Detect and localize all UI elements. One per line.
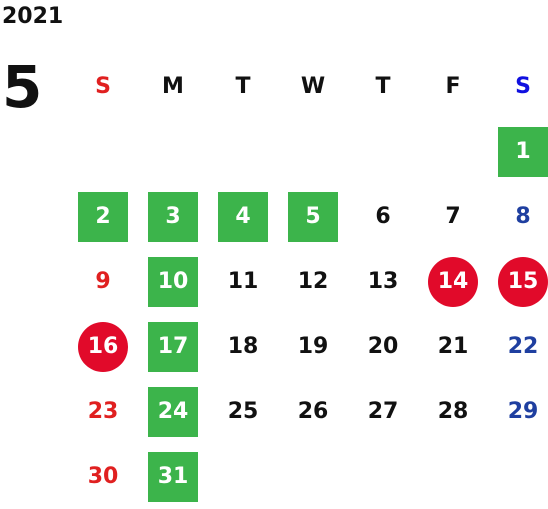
day-number: 3: [148, 191, 198, 242]
day-cell[interactable]: 2: [68, 184, 138, 249]
weekday-label: S: [515, 73, 531, 99]
day-number: 13: [367, 268, 399, 294]
day-cell[interactable]: 24: [138, 379, 208, 444]
day-cell[interactable]: 6: [348, 184, 418, 249]
day-cell[interactable]: 22: [488, 314, 548, 379]
weekday-label: F: [445, 73, 461, 99]
day-cell[interactable]: 23: [68, 379, 138, 444]
day-number: 16: [78, 321, 128, 372]
day-cell[interactable]: 20: [348, 314, 418, 379]
day-number: 23: [87, 398, 119, 424]
weekday-header: S: [488, 54, 548, 119]
day-cell[interactable]: 10: [138, 249, 208, 314]
day-number: 2: [78, 191, 128, 242]
day-cell[interactable]: 9: [68, 249, 138, 314]
day-cell[interactable]: 27: [348, 379, 418, 444]
day-cell[interactable]: 4: [208, 184, 278, 249]
day-number: 17: [148, 321, 198, 372]
day-number: 11: [227, 268, 259, 294]
day-cell[interactable]: 19: [278, 314, 348, 379]
day-number: 7: [445, 203, 461, 229]
weekday-header: M: [138, 54, 208, 119]
day-number: 24: [148, 386, 198, 437]
day-number: 30: [87, 463, 119, 489]
day-cell[interactable]: 29: [488, 379, 548, 444]
day-number: 4: [218, 191, 268, 242]
day-number: 18: [227, 333, 259, 359]
day-cell[interactable]: 5: [278, 184, 348, 249]
day-cell[interactable]: 25: [208, 379, 278, 444]
weekday-label: T: [375, 73, 391, 99]
day-number: 31: [148, 451, 198, 502]
weekday-header: F: [418, 54, 488, 119]
day-number: 5: [288, 191, 338, 242]
day-cell[interactable]: 12: [278, 249, 348, 314]
weekday-label: M: [162, 73, 184, 99]
day-number: 14: [428, 256, 478, 307]
weekday-header: T: [208, 54, 278, 119]
day-cell[interactable]: 3: [138, 184, 208, 249]
day-cell[interactable]: 31: [138, 444, 208, 509]
weekday-header: T: [348, 54, 418, 119]
day-cell[interactable]: 7: [418, 184, 488, 249]
day-number: 29: [507, 398, 539, 424]
day-number: 27: [367, 398, 399, 424]
year-label: 2021: [2, 4, 64, 29]
day-cell[interactable]: 17: [138, 314, 208, 379]
day-cell[interactable]: 13: [348, 249, 418, 314]
day-cell[interactable]: 21: [418, 314, 488, 379]
day-number: 19: [297, 333, 329, 359]
weekday-label: S: [95, 73, 111, 99]
day-number: 9: [95, 268, 111, 294]
day-number: 20: [367, 333, 399, 359]
day-cell[interactable]: 1: [488, 119, 548, 184]
day-number: 21: [437, 333, 469, 359]
day-number: 10: [148, 256, 198, 307]
month-number: 5: [2, 53, 43, 121]
day-number: 12: [297, 268, 329, 294]
day-number: 1: [498, 126, 548, 177]
weekday-label: W: [300, 73, 326, 99]
day-cell[interactable]: 8: [488, 184, 548, 249]
day-number: 22: [507, 333, 539, 359]
day-cell[interactable]: 18: [208, 314, 278, 379]
day-cell[interactable]: 11: [208, 249, 278, 314]
weekday-header: W: [278, 54, 348, 119]
day-number: 26: [297, 398, 329, 424]
weekday-label: T: [235, 73, 251, 99]
day-number: 28: [437, 398, 469, 424]
day-cell[interactable]: 26: [278, 379, 348, 444]
day-cell[interactable]: 16: [68, 314, 138, 379]
weekday-header: S: [68, 54, 138, 119]
day-cell[interactable]: 14: [418, 249, 488, 314]
day-number: 6: [375, 203, 391, 229]
day-cell[interactable]: 30: [68, 444, 138, 509]
day-number: 15: [498, 256, 548, 307]
day-cell[interactable]: 15: [488, 249, 548, 314]
day-number: 25: [227, 398, 259, 424]
day-number: 8: [515, 203, 531, 229]
day-cell[interactable]: 28: [418, 379, 488, 444]
